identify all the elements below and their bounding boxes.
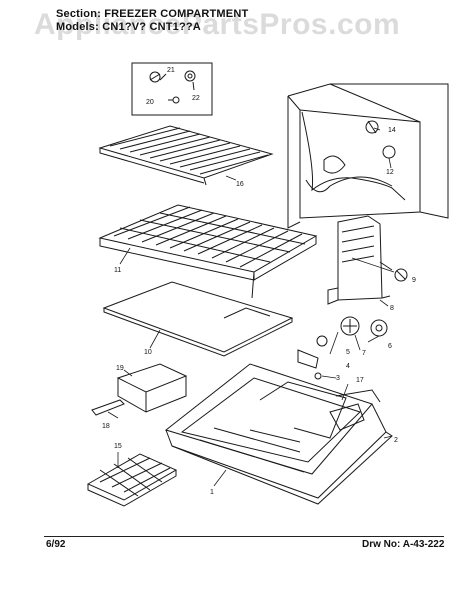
- callout-16: 16: [236, 181, 244, 188]
- callout-15: 15: [114, 443, 122, 450]
- callout-18b: 18: [102, 423, 110, 430]
- callout-1: 1: [210, 489, 214, 496]
- callout-8: 8: [390, 305, 394, 312]
- callout-20: 20: [146, 99, 154, 106]
- wire-shelf: [98, 125, 274, 186]
- shelf-grid: [98, 204, 318, 299]
- callout-10: 10: [144, 349, 152, 356]
- drawing-number: Drw No: A-43-222: [362, 539, 445, 550]
- callout-14: 14: [388, 127, 396, 134]
- callout-17: 17: [356, 377, 364, 384]
- freezer-cabinet: [287, 83, 449, 229]
- ice-bin: [116, 363, 188, 413]
- callout-7: 7: [362, 350, 366, 357]
- callout-3: 3: [336, 375, 340, 382]
- callout-5: 5: [346, 349, 350, 356]
- callout-19: 19: [116, 365, 124, 372]
- callout-2: 2: [394, 437, 398, 444]
- callout-12: 12: [386, 169, 394, 176]
- leader-lines: [107, 127, 395, 487]
- shelf-liner: [102, 281, 294, 357]
- divider: [91, 399, 125, 416]
- watermark: AppliancePartsPros.com: [34, 8, 401, 41]
- footer-date: 6/92: [46, 539, 66, 550]
- evaporator-cover: [327, 215, 408, 305]
- callout-11: 11: [114, 267, 121, 274]
- model-line: Models: CN1?V? CNT1??A: [56, 21, 201, 33]
- callout-22: 22: [192, 95, 200, 102]
- callout-21: 21: [167, 67, 175, 74]
- freezer-base-pan: [164, 363, 393, 505]
- callout-labels: 21 22 20 16 11 10 14 12 9 8 6 7 5 4 3 17…: [102, 67, 416, 496]
- fan-assembly: [297, 316, 388, 380]
- callout-6: 6: [388, 343, 392, 350]
- small-parts-box: [131, 62, 213, 116]
- callout-9: 9: [412, 277, 416, 284]
- callout-4: 4: [346, 363, 350, 370]
- section-title: Section: FREEZER COMPARTMENT: [56, 8, 249, 20]
- diagram-header: Section: FREEZER COMPARTMENT Models: CN1…: [56, 8, 416, 34]
- ice-tray: [86, 453, 178, 507]
- footer-rule: [44, 536, 444, 537]
